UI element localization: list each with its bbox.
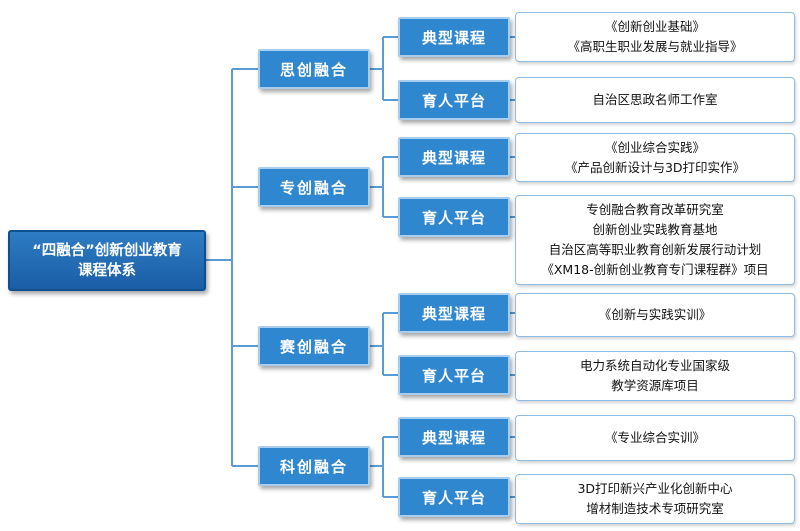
platform-item: 自治区高等职业教育创新发展行动计划 xyxy=(548,242,762,257)
course-label-kechuang: 典型课程 xyxy=(398,417,510,457)
course-content-zhuanchuang: 《创业综合实践》 《产品创新设计与3D打印实作》 xyxy=(515,133,795,182)
course-label-sichuang: 典型课程 xyxy=(398,17,510,57)
course-label-zhuanchuang: 典型课程 xyxy=(398,137,510,177)
course-item: 《创新与实践实训》 xyxy=(598,307,712,322)
branch-node-sichuang: 思创融合 xyxy=(258,49,370,89)
branch-node-kechuang: 科创融合 xyxy=(258,446,370,486)
platform-label-zhuanchuang: 育人平台 xyxy=(398,197,510,237)
branch-node-saichuang: 赛创融合 xyxy=(258,326,370,366)
course-item: 《产品创新设计与3D打印实作》 xyxy=(564,159,746,175)
platform-label-saichuang: 育人平台 xyxy=(398,355,510,395)
platform-content-sichuang: 自治区思政名师工作室 xyxy=(515,77,795,123)
platform-item: 自治区思政名师工作室 xyxy=(592,92,718,107)
platform-content-zhuanchuang: 专创融合教育改革研究室 创新创业实践教育基地 自治区高等职业教育创新发展行动计划… xyxy=(515,195,795,285)
platform-label-kechuang: 育人平台 xyxy=(398,477,510,517)
platform-item: 3D打印新兴产业化创新中心 xyxy=(577,481,733,496)
root-node: “四融合”创新创业教育 课程体系 xyxy=(8,230,206,291)
platform-content-saichuang: 电力系统自动化专业国家级 教学资源库项目 xyxy=(515,351,795,401)
course-content-saichuang: 《创新与实践实训》 xyxy=(515,293,795,337)
platform-label-sichuang: 育人平台 xyxy=(398,80,510,120)
platform-item: 电力系统自动化专业国家级 xyxy=(579,358,730,373)
platform-content-kechuang: 3D打印新兴产业化创新中心 增材制造技术专项研究室 xyxy=(515,474,795,524)
platform-item: 专创融合教育改革研究室 xyxy=(586,202,724,217)
root-title-line1: “四融合”创新创业教育 xyxy=(32,242,182,259)
course-content-sichuang: 《创新创业基础》 《高职生职业发展与就业指导》 xyxy=(515,12,795,62)
platform-item: 增材制造技术专项研究室 xyxy=(586,501,724,516)
course-item: 《专业综合实训》 xyxy=(604,430,705,445)
branch-node-zhuanchuang: 专创融合 xyxy=(258,167,370,207)
course-item: 《创业综合实践》 xyxy=(604,139,705,155)
course-label-saichuang: 典型课程 xyxy=(398,293,510,333)
platform-item: 《XM18-创新创业教育专门课程群》项目 xyxy=(541,262,769,277)
platform-item: 创新创业实践教育基地 xyxy=(592,222,718,237)
root-title-line2: 课程体系 xyxy=(78,262,136,279)
course-item: 《创新创业基础》 xyxy=(604,19,705,34)
course-item: 《高职生职业发展与就业指导》 xyxy=(567,39,743,54)
course-content-kechuang: 《专业综合实训》 xyxy=(515,415,795,461)
platform-item: 教学资源库项目 xyxy=(611,378,699,393)
